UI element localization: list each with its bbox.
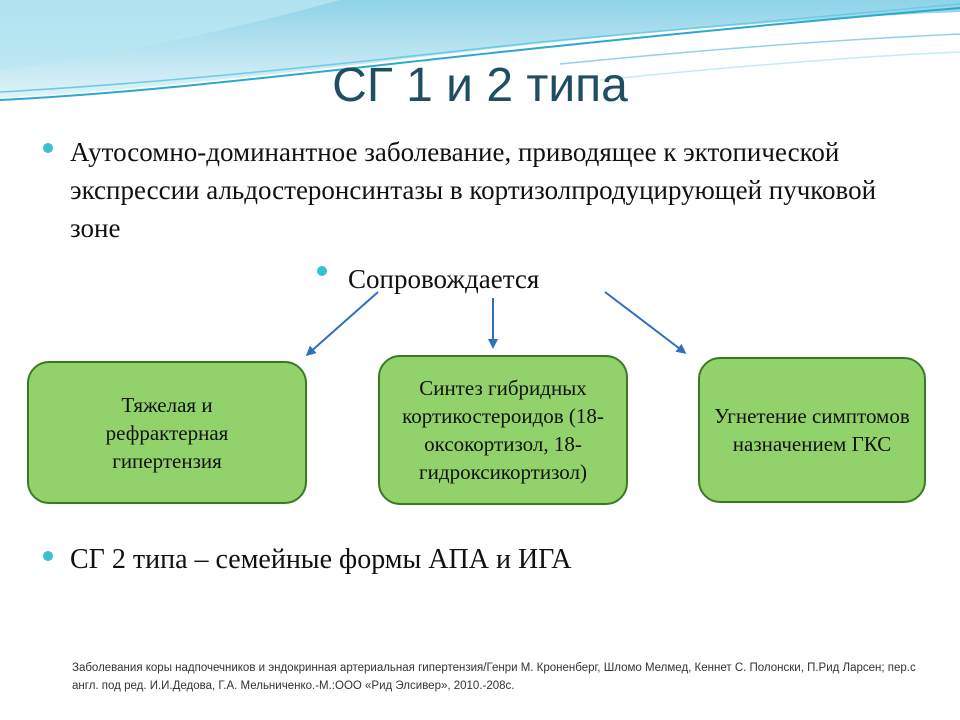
- bullet-dot-2: [317, 266, 327, 276]
- bullet-text-3: СГ 2 типа – семейные формы АПА и ИГА: [70, 544, 572, 575]
- bullet-text-2: Сопровождается: [348, 264, 540, 294]
- box-hybrid-corticosteroids-text: Синтез гибридных кортикостероидов (18-ок…: [402, 376, 604, 484]
- bullet-dot-3: [43, 551, 53, 561]
- header-wave-decoration: [0, 0, 960, 101]
- reference-citation: Заболевания коры надпочечников и эндокри…: [72, 662, 916, 692]
- arrow-left: [305, 291, 379, 356]
- slide-title: СГ 1 и 2 типа: [332, 59, 628, 112]
- box-hybrid-corticosteroids: Синтез гибридных кортикостероидов (18-ок…: [378, 355, 628, 505]
- arrow-right: [604, 291, 687, 354]
- box-gcs-suppression-text: Угнетение симптомов назначением ГКС: [714, 404, 910, 456]
- box-hypertension-text: Тяжелая и рефрактерная гипертензия: [105, 392, 229, 473]
- bullet-text-1: Аутосомно-доминантное заболевание, приво…: [70, 137, 877, 243]
- bullet-dot-1: [43, 143, 53, 153]
- box-gcs-suppression: Угнетение симптомов назначением ГКС: [698, 357, 926, 503]
- box-hypertension: Тяжелая и рефрактерная гипертензия: [27, 361, 307, 504]
